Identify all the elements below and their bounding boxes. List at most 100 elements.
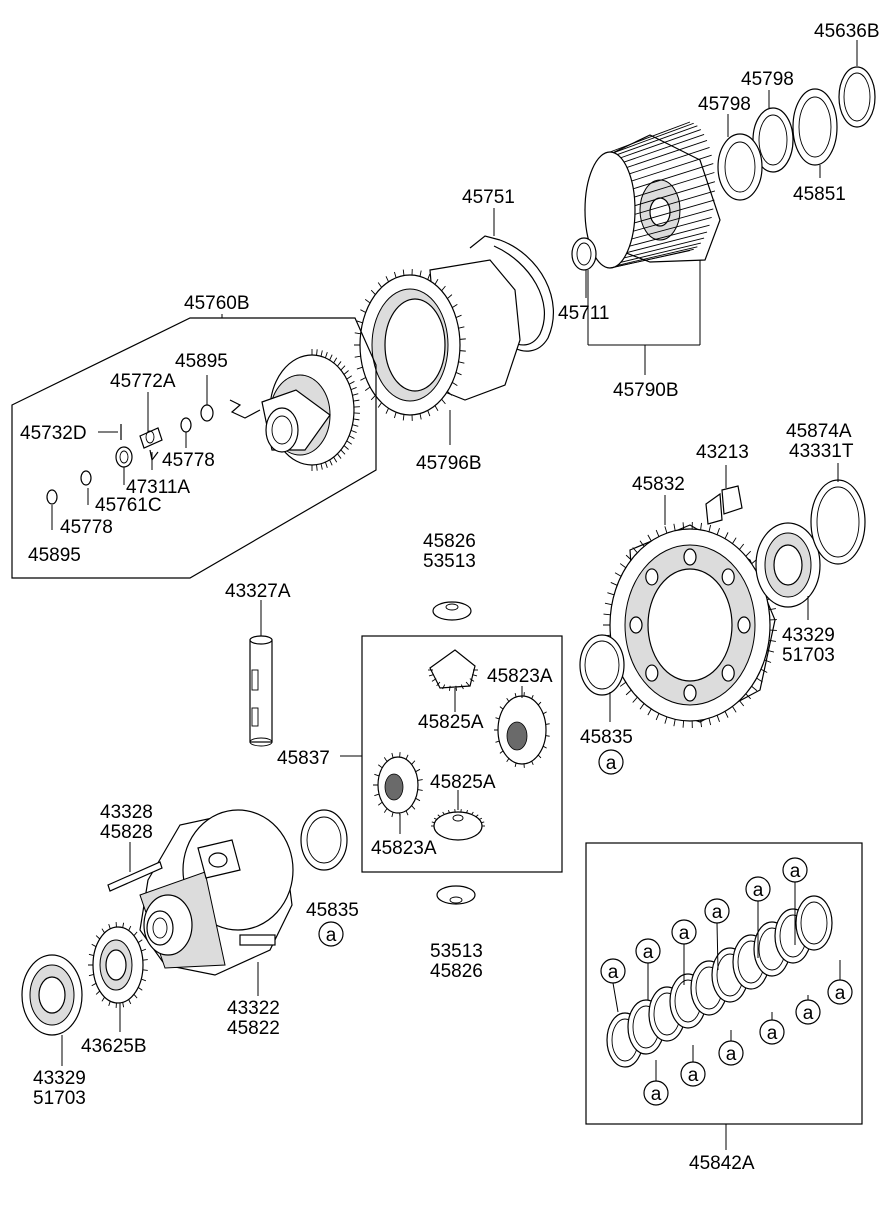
gear-tooth [610, 582, 618, 586]
gear-tooth [405, 754, 409, 760]
gear-tooth [614, 572, 622, 577]
label-45825A-top: 45825A [418, 712, 484, 733]
gear-tooth [664, 716, 668, 724]
gear-tooth [427, 410, 431, 417]
callout-letter: a [712, 902, 723, 923]
label-45828: 45828 [100, 822, 153, 843]
label-45826-bottom: 45826 [430, 961, 483, 982]
gear-tooth [751, 685, 758, 692]
gear-tooth [472, 674, 478, 677]
gear-tooth [458, 361, 465, 364]
gear-tooth [320, 350, 323, 357]
bolt-hole [645, 568, 659, 586]
gear-tooth [88, 974, 94, 977]
gear-tooth [466, 809, 468, 814]
gear-tooth [122, 1002, 125, 1008]
side-gear-45823A-bottom [373, 752, 423, 834]
gear-tooth [101, 928, 105, 934]
needle-bearing-47311A [115, 446, 133, 485]
gear-tooth [475, 814, 479, 818]
callout-a: a [671, 919, 697, 945]
gear-tooth [514, 693, 517, 698]
drum-spline [620, 129, 701, 159]
gear-tooth [391, 812, 394, 818]
label-43327A: 43327A [225, 581, 291, 602]
gear-tooth [434, 405, 439, 412]
drum-spline [613, 122, 694, 154]
gear-tooth [632, 696, 638, 703]
gear-tooth [455, 685, 458, 691]
gear-tooth [655, 713, 660, 721]
gear-tooth [122, 922, 125, 928]
callout-letter: a [790, 861, 801, 882]
washer-45778-upper [180, 417, 192, 448]
callout-letter: a [767, 1023, 778, 1044]
gear-tooth [619, 681, 627, 687]
label-43329-left: 43329 [33, 1068, 86, 1089]
gear-tooth [465, 681, 470, 687]
gear-tooth [352, 393, 359, 396]
callout-leader [612, 982, 619, 1013]
label-45837: 45837 [277, 748, 330, 769]
gear-tooth [374, 793, 380, 797]
side-washer-bottom [436, 885, 476, 905]
gear-tooth [101, 996, 105, 1002]
gear-tooth [348, 381, 355, 385]
gear-tooth [531, 760, 534, 765]
label-45842A: 45842A [689, 1153, 755, 1174]
gear-tooth [419, 413, 422, 420]
label-43331T: 43331T [789, 441, 854, 462]
gear-tooth [370, 289, 376, 295]
label-45835-left: 45835 [306, 900, 359, 921]
label-45778-upper: 45778 [162, 450, 215, 471]
callout-a: a [759, 1019, 785, 1045]
gear-tooth [441, 398, 446, 405]
gear-tooth [141, 948, 147, 952]
gear-tooth [133, 931, 138, 937]
pinion-shaft-45772A [139, 392, 163, 449]
label-45874A: 45874A [786, 421, 852, 442]
callout-letter: a [688, 1065, 699, 1086]
callout-a-45835-left: a [318, 921, 344, 947]
drum-spline [633, 163, 714, 190]
gear-tooth [364, 386, 371, 392]
gear-tooth [95, 935, 101, 940]
gear-tooth [632, 547, 638, 554]
gear-tooth [448, 809, 450, 814]
gear-tooth [739, 543, 745, 550]
gear-tooth [377, 764, 383, 769]
gear-tooth [673, 523, 676, 531]
drum-spline [631, 216, 712, 240]
label-45751: 45751 [462, 187, 515, 208]
washer-45895-lower [46, 489, 58, 530]
washer-45761C [80, 470, 92, 486]
gear-tooth [460, 684, 464, 690]
gear-tooth [427, 273, 431, 280]
final-gear-45832 [603, 495, 777, 728]
washer-45895-upper [200, 375, 214, 422]
gear-tooth [91, 982, 97, 987]
gear-tooth [419, 270, 422, 277]
gear-tooth [137, 939, 143, 944]
gear-tooth [745, 550, 752, 557]
gear-tooth [647, 708, 652, 716]
gear-tooth [452, 382, 458, 386]
gear-tooth [682, 522, 685, 530]
gear-tooth [760, 668, 768, 673]
label-43328: 43328 [100, 802, 153, 823]
callout-a: a [782, 857, 808, 883]
gear-tooth [402, 414, 405, 421]
pin-45732D [98, 424, 122, 440]
gear-tooth [337, 453, 342, 459]
gear-tooth [514, 762, 517, 767]
label-45823A-top: 45823A [487, 666, 553, 687]
gear-tooth [360, 309, 366, 313]
label-45798-lower: 45798 [698, 94, 751, 115]
gear-tooth [324, 352, 328, 359]
drum-spline [626, 140, 708, 168]
gear-tooth [764, 659, 772, 663]
pinion-gear-45825A-top [428, 649, 478, 712]
gear-tooth [393, 412, 397, 419]
gear-tooth [88, 953, 94, 956]
label-53513-top: 53513 [423, 551, 476, 572]
